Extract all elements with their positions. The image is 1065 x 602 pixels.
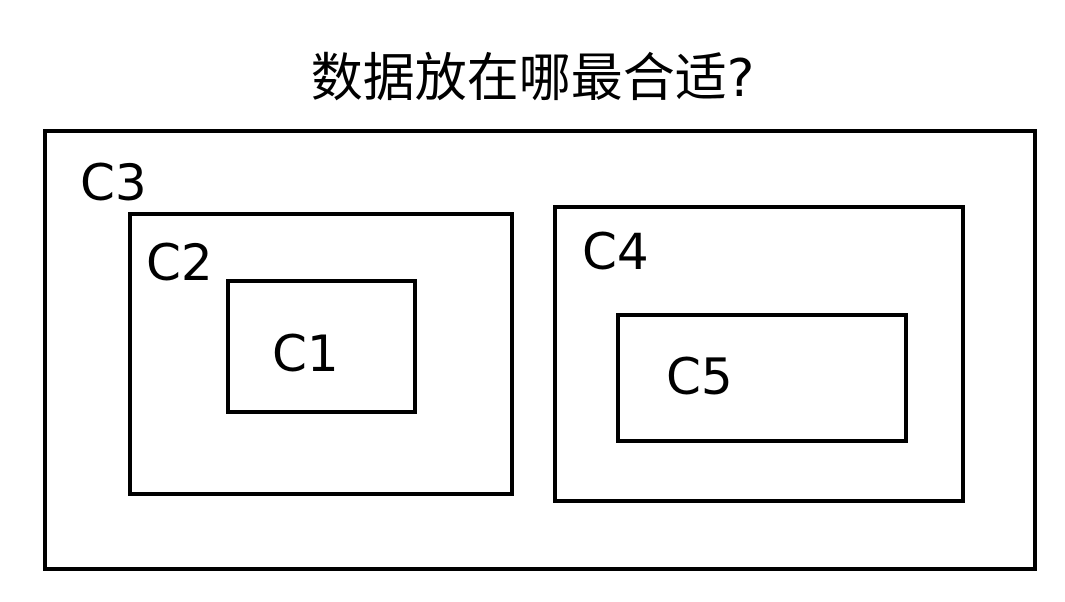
label-c1: C1 bbox=[272, 325, 339, 383]
box-c2 bbox=[128, 212, 514, 496]
label-c4: C4 bbox=[582, 223, 649, 281]
box-c1 bbox=[226, 279, 417, 414]
label-c2: C2 bbox=[146, 234, 213, 292]
label-c3: C3 bbox=[80, 154, 147, 212]
diagram-title: 数据放在哪最合适? bbox=[310, 49, 755, 109]
box-c4 bbox=[553, 205, 965, 503]
label-c5: C5 bbox=[666, 348, 733, 406]
box-c5 bbox=[616, 313, 908, 443]
box-c3 bbox=[43, 129, 1037, 571]
